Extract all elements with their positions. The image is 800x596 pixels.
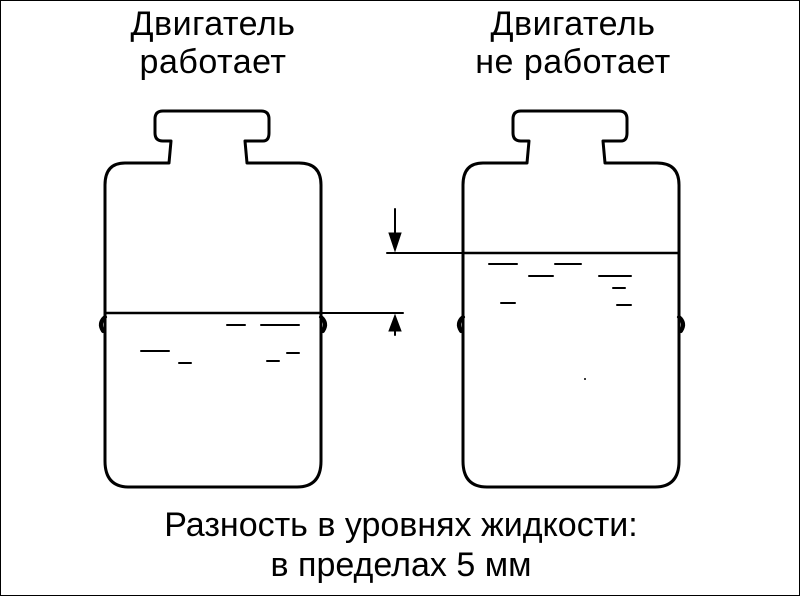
right-reservoir-seam-right xyxy=(677,315,686,333)
right-reservoir-body xyxy=(461,109,681,489)
lower-arrowhead-icon xyxy=(388,313,402,332)
speck-mark xyxy=(584,378,586,380)
caption-line2: в пределах 5 мм xyxy=(270,546,532,584)
right-reservoir xyxy=(456,109,686,489)
left-label-line2: работает xyxy=(139,43,287,81)
left-reservoir xyxy=(98,109,328,489)
right-fluid-ripples xyxy=(488,263,632,306)
upper-arrowhead-icon xyxy=(388,232,402,253)
left-reservoir-seam-right xyxy=(319,315,328,333)
left-reservoir-seam-left xyxy=(98,315,107,333)
left-fluid-ripples xyxy=(140,324,300,364)
left-label-line1: Двигатель xyxy=(130,5,296,43)
caption: Разность в уровнях жидкости: в пределах … xyxy=(1,505,800,585)
caption-line1: Разность в уровнях жидкости: xyxy=(164,506,638,544)
right-reservoir-seam-left xyxy=(456,315,465,333)
right-tank-label: Двигатель не работает xyxy=(433,5,713,81)
right-label-line1: Двигатель xyxy=(490,5,656,43)
left-reservoir-body xyxy=(103,109,323,489)
right-label-line2: не работает xyxy=(475,43,671,81)
level-difference-indicator xyxy=(320,208,464,336)
left-tank-label: Двигатель работает xyxy=(83,5,343,81)
